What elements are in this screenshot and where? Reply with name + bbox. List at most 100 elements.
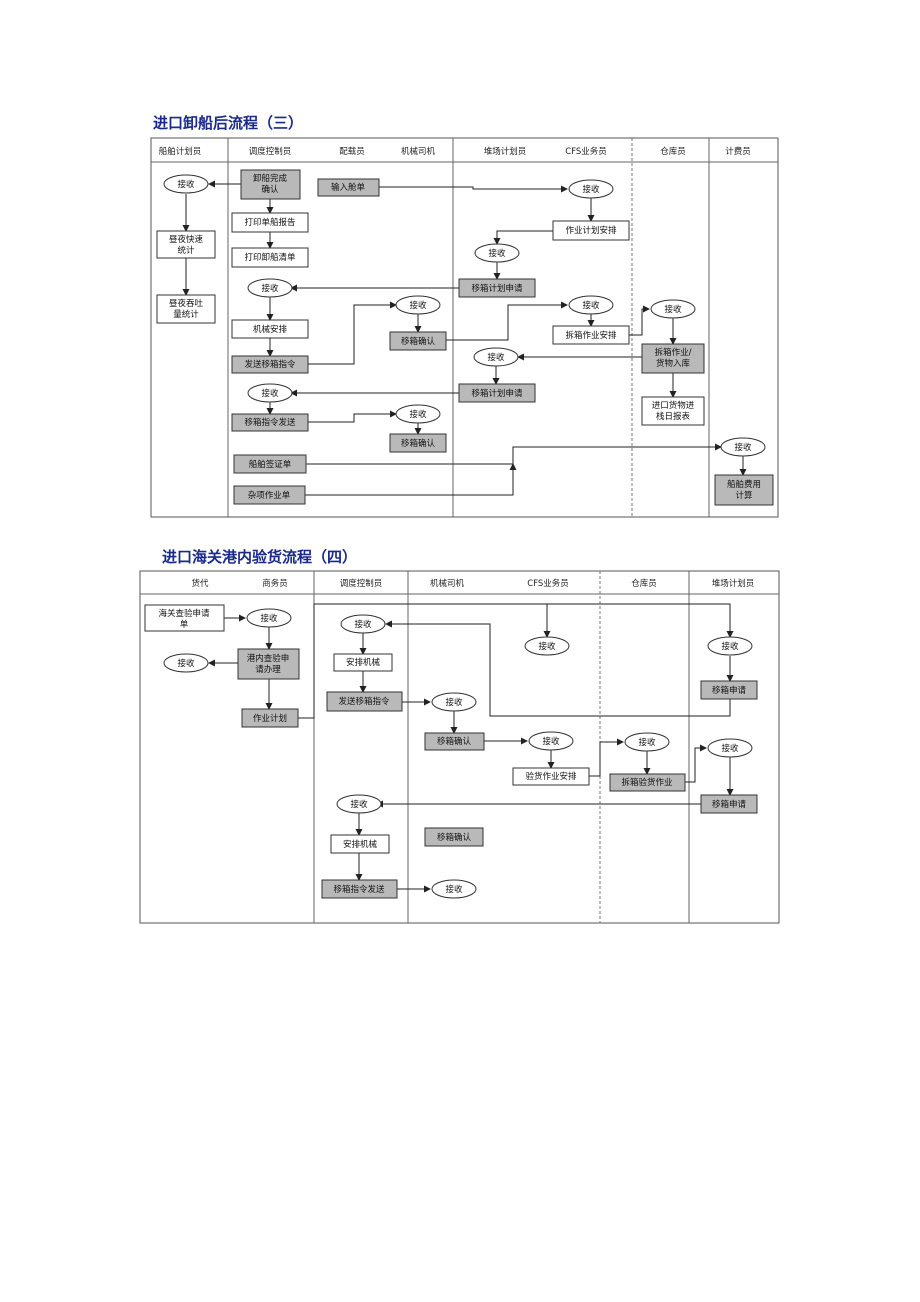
d2-lane-6: 堆场计划员 (712, 578, 755, 589)
d2-lane-5: 仓库员 (631, 578, 657, 589)
node-label: 拆箱作业/货物入库 (655, 347, 692, 369)
node-label: 作业计划安排 (565, 225, 617, 236)
node-label: 接收 (638, 737, 656, 748)
d1-work-plan: 作业计划安排 (552, 220, 630, 241)
d1-lane-3: 机械司机 (401, 146, 436, 157)
d1-receive-2: 接收 (568, 179, 614, 199)
d1-lane-7: 计费员 (725, 146, 751, 157)
node-label: 接收 (445, 884, 463, 895)
node-label: 移箱计划申请 (471, 283, 523, 294)
d1-stat-fast: 昼夜快速统计 (156, 230, 216, 259)
d1-lane-5: CFS业务员 (565, 146, 607, 157)
d1-machine-arrange: 机械安排 (231, 319, 309, 339)
diagram-1-title: 进口卸船后流程（三） (153, 114, 304, 132)
node-label: 拆箱验货作业 (621, 777, 672, 788)
d1-receive-4: 接收 (247, 278, 293, 298)
d1-misc-work-form: 杂项作业单 (233, 485, 306, 505)
d1-receive-10: 接收 (395, 404, 441, 424)
diagram-2: 货代 商务员 调度控制员 机械司机 CFS业务员 仓库员 堆场计划员 海关查验申… (139, 570, 780, 924)
node-label: 接收 (582, 184, 600, 195)
d2-work-plan: 作业计划 (241, 708, 299, 728)
d1-inbound-daily-report: 进口货物进栈日报表 (641, 396, 705, 426)
d2-lane-1: 商务员 (262, 578, 288, 589)
node-label: 接收 (734, 442, 752, 453)
node-label: 接收 (261, 283, 279, 294)
node-label: 移箱计划申请 (471, 388, 523, 399)
node-label: 机械安排 (253, 324, 288, 335)
d1-receive-6: 接收 (568, 295, 614, 315)
node-label: 接收 (350, 799, 368, 810)
d2-move-confirm-1: 移箱确认 (424, 732, 485, 751)
d1-lane-6: 仓库员 (660, 146, 686, 157)
d2-send-move-order: 发送移箱指令 (326, 691, 403, 712)
node-label: 卸船完成确认 (253, 173, 288, 195)
node-label: 接收 (721, 743, 739, 754)
node-label: 移箱确认 (437, 832, 472, 843)
d2-move-request-1: 移箱申请 (700, 680, 758, 700)
d1-unpack-plan: 拆箱作业安排 (552, 325, 630, 345)
node-label: 接收 (260, 613, 278, 624)
node-label: 接收 (538, 641, 556, 652)
d2-receive-7: 接收 (528, 731, 574, 751)
node-label: 接收 (354, 619, 372, 630)
node-label: 移箱指令发送 (333, 884, 385, 895)
d2-receive-5: 接收 (163, 653, 209, 673)
d1-move-plan-request-1: 移箱计划申请 (458, 278, 536, 298)
d1-receive-7: 接收 (650, 299, 696, 319)
node-label: 船舶费用计算 (727, 479, 761, 501)
node-label: 接收 (409, 300, 427, 311)
node-label: 接收 (542, 736, 560, 747)
node-label: 移箱确认 (437, 736, 472, 747)
d2-receive-6: 接收 (431, 692, 477, 712)
d2-lane-2: 调度控制员 (340, 578, 383, 589)
d1-move-order-send: 移箱指令发送 (231, 413, 309, 432)
node-label: 发送移箱指令 (244, 359, 296, 370)
d1-lane-0: 船舶计划员 (159, 146, 202, 157)
node-label: 港内查验申请办理 (247, 653, 290, 675)
d2-receive-11: 接收 (431, 879, 477, 899)
node-label: 接收 (488, 248, 506, 259)
d2-receive-4: 接收 (707, 636, 753, 656)
d1-ship-fee-calc: 船舶费用计算 (714, 474, 774, 506)
d2-receive-3: 接收 (524, 636, 570, 656)
d1-receive-9: 接收 (247, 383, 293, 403)
node-label: 接收 (177, 658, 195, 669)
d2-port-inspection-handle: 港内查验申请办理 (237, 648, 300, 680)
node-label: 接收 (487, 352, 505, 363)
node-label: 安排机械 (343, 839, 378, 850)
d1-receive-8: 接收 (473, 347, 519, 367)
node-label: 接收 (409, 409, 427, 420)
node-label: 拆箱作业安排 (565, 330, 617, 341)
node-label: 作业计划 (253, 713, 287, 724)
d1-lane-4: 堆场计划员 (484, 146, 527, 157)
d2-receive-1: 接收 (246, 608, 292, 628)
d2-lane-0: 货代 (191, 578, 209, 589)
d2-arrange-machine-1: 安排机械 (333, 653, 393, 672)
d2-move-confirm-2: 移箱确认 (424, 827, 484, 847)
d1-receive-1: 接收 (163, 174, 209, 194)
node-label: 接收 (664, 304, 682, 315)
d2-receive-2: 接收 (340, 614, 386, 634)
d2-unpack-inspection: 拆箱验货作业 (609, 773, 686, 792)
d1-print-unload-list: 打印卸船清单 (231, 247, 309, 268)
node-label: 移箱确认 (401, 336, 436, 347)
node-label: 进口货物进栈日报表 (652, 400, 695, 422)
d1-receive-3: 接收 (474, 243, 520, 263)
node-label: 移箱申请 (712, 799, 747, 810)
d1-move-plan-request-2: 移箱计划申请 (458, 383, 536, 403)
d1-unpack-store: 拆箱作业/货物入库 (641, 343, 705, 374)
d1-lane-2: 配载员 (339, 146, 365, 157)
node-label: 接收 (177, 179, 195, 190)
d1-input-manifest: 输入舱单 (317, 178, 380, 197)
node-label: 昼夜吞吐量统计 (169, 298, 204, 320)
d1-receive-11: 接收 (720, 437, 766, 457)
d2-receive-9: 接收 (707, 738, 753, 758)
d1-lane-1: 调度控制员 (249, 146, 292, 157)
d1-unload-confirm: 卸船完成确认 (240, 169, 301, 200)
node-label: 安排机械 (346, 657, 381, 668)
node-label: 移箱确认 (401, 438, 436, 449)
node-label: 打印单船报告 (244, 217, 295, 228)
d1-stat-throughput: 昼夜吞吐量统计 (156, 294, 216, 324)
d2-customs-inspection-form: 海关查验申请单 (144, 604, 225, 632)
